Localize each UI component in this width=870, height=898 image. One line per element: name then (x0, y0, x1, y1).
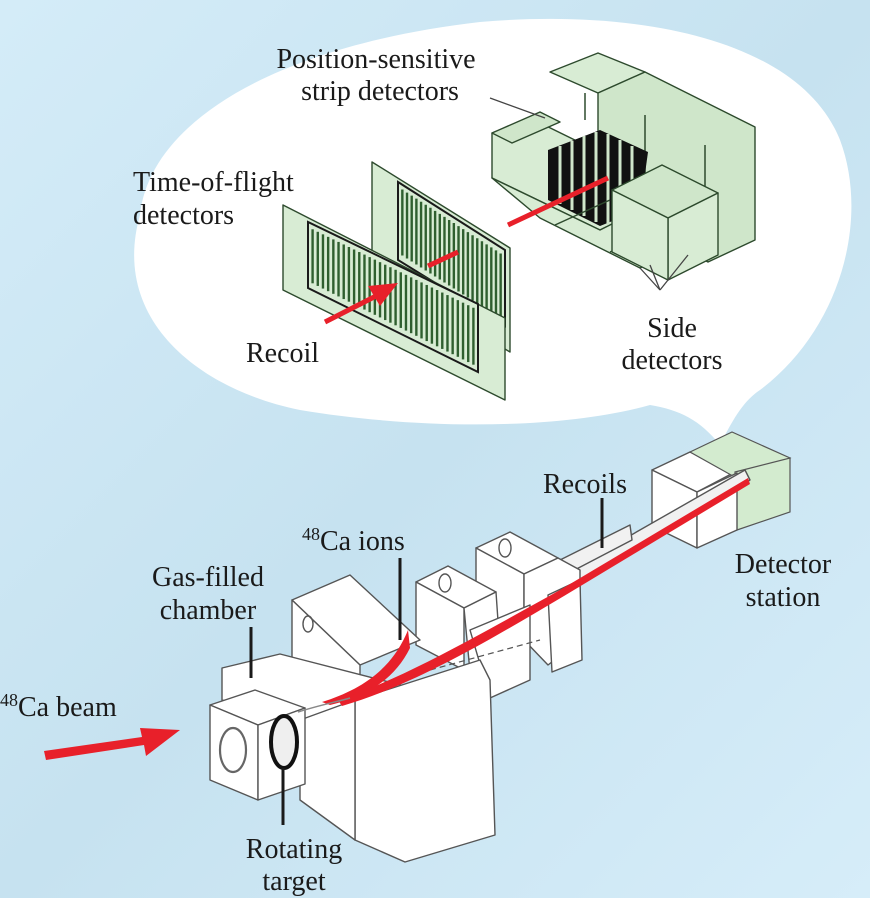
ca-beam-arrow (44, 728, 180, 760)
strip-detectors-leader (489, 97, 546, 119)
tof-detector-front (282, 204, 506, 401)
strip-detectors-label-1: Position-sensitive (276, 44, 475, 75)
recoil-label: Recoil (246, 338, 319, 369)
gas-chamber-label-1: Gas-filled (152, 562, 264, 593)
rotating-target (269, 714, 299, 770)
ca-beam-label: 48Ca beam (0, 690, 117, 723)
ca-ions-label: 48Ca ions (302, 524, 405, 557)
detector-station-label-2: station (746, 582, 821, 613)
side-detectors-label-1: Side (647, 313, 697, 344)
recoil-arrow (323, 283, 398, 325)
gas-chamber-label-2: chamber (160, 595, 257, 626)
detector-station-label-1: Detector (735, 549, 832, 580)
strip-detector-assembly (491, 52, 756, 291)
tof-detectors-label-2: detectors (133, 200, 234, 231)
strip-detectors-label-2: strip detectors (301, 76, 459, 107)
recoils-label: Recoils (543, 469, 627, 500)
gas-filled-chamber (221, 639, 541, 863)
beam-window (218, 726, 248, 774)
recoil-path-between-tof (426, 249, 460, 269)
recoil-path-segment (506, 175, 610, 228)
side-detectors-label-2: detectors (621, 345, 722, 376)
rotating-target-label-1: Rotating (246, 834, 342, 865)
rotating-target-label-2: target (262, 866, 325, 897)
tof-detectors-label-1: Time-of-flight (133, 167, 294, 198)
